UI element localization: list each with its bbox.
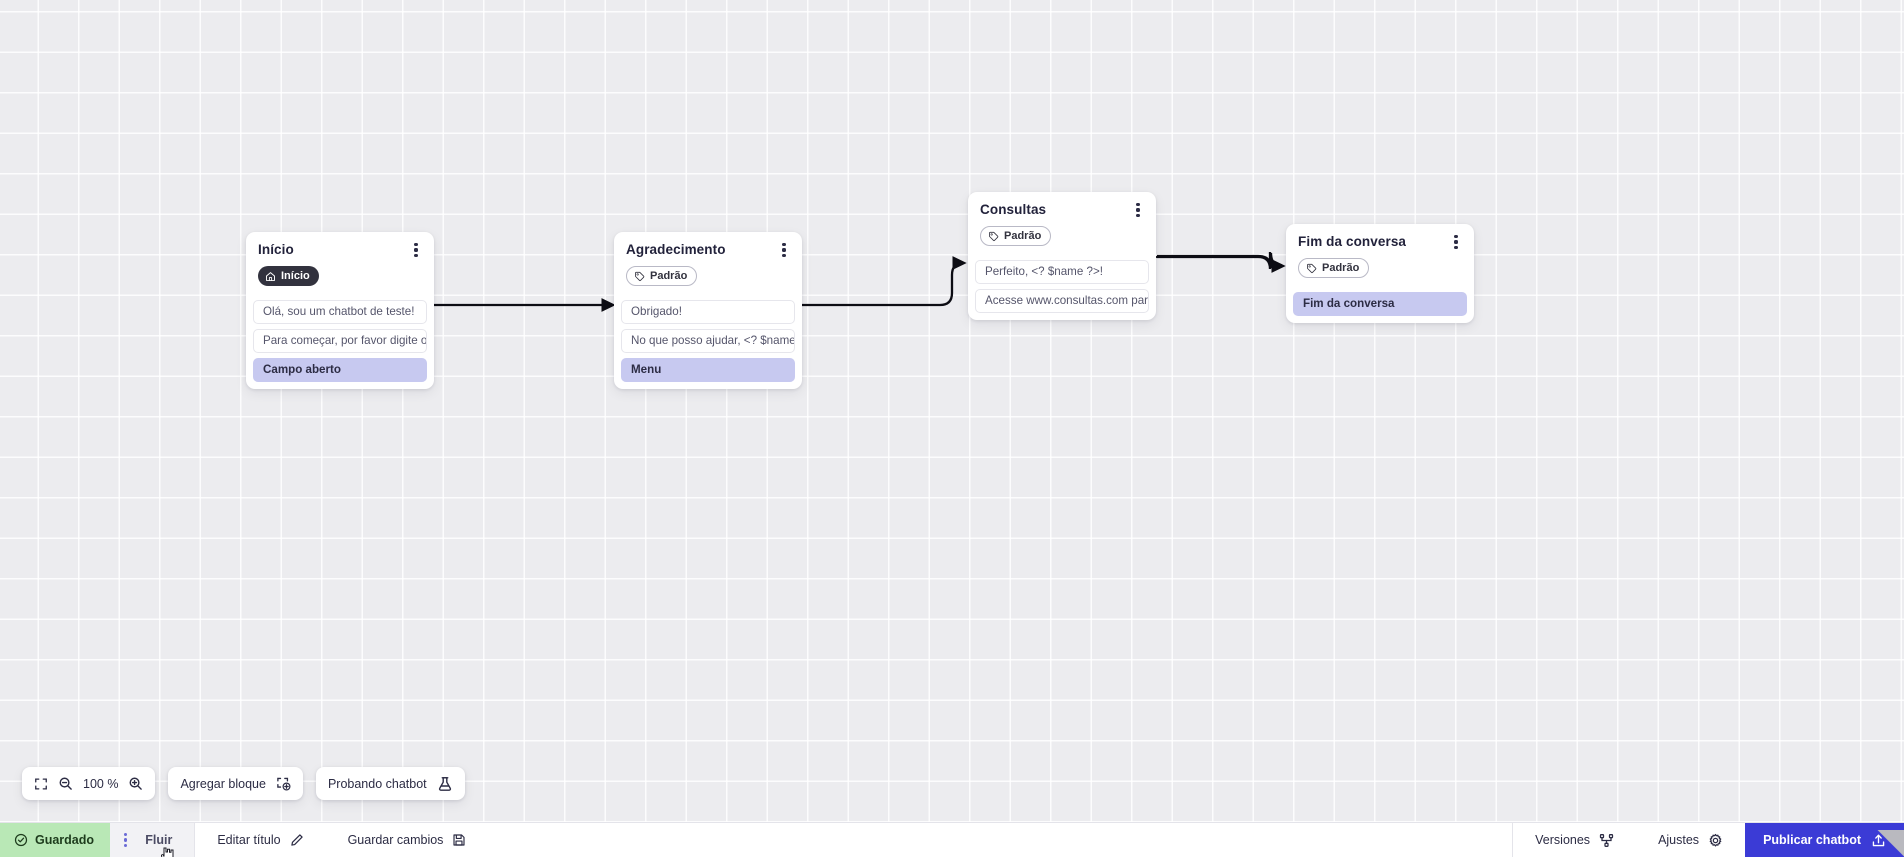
node-agradecimento[interactable]: Agradecimento Padrão Obrigado! No que po… (614, 232, 802, 389)
status-bar-right: Versiones Ajustes Publica (1512, 823, 1904, 857)
check-circle-icon (14, 833, 28, 847)
flow-tab[interactable]: Fluir (110, 823, 196, 857)
edge-consultas-fim-a (1155, 251, 1283, 270)
node-badge-pattern[interactable]: Padrão (980, 226, 1052, 246)
node-row[interactable]: Para começar, por favor digite o ... (253, 328, 427, 353)
test-chatbot-label: Probando chatbot (327, 776, 427, 791)
save-changes-label: Guardar cambios (347, 833, 444, 847)
status-bar: Guardado Fluir Editar título Guardar cam… (0, 822, 1904, 857)
node-row-accent[interactable]: Campo aberto (253, 357, 427, 382)
tag-icon (634, 271, 645, 282)
vertical-dots-icon[interactable] (408, 241, 424, 259)
save-changes-button[interactable]: Guardar cambios (326, 823, 489, 857)
node-rows: Obrigado! No que posso ajudar, <? $name … (614, 299, 802, 382)
tag-icon (1306, 263, 1317, 274)
home-icon (265, 271, 276, 282)
upload-icon (1871, 833, 1886, 848)
test-chatbot-button[interactable]: Probando chatbot (315, 767, 465, 800)
add-block-label: Agregar bloque (180, 776, 266, 791)
tag-icon (988, 231, 999, 242)
node-badge-label: Padrão (650, 269, 688, 282)
node-header: Agradecimento Padrão (614, 232, 802, 295)
node-rows: Perfeito, <? $name ?>! Acesse www.consul… (968, 259, 1156, 313)
saved-status-label: Guardado (35, 833, 95, 847)
zoom-level: 100 % (83, 776, 119, 791)
node-rows: Olá, sou um chatbot de teste! Para começ… (246, 299, 434, 382)
node-badge-label: Início (281, 269, 310, 282)
status-bar-spacer (488, 823, 1512, 857)
floppy-disk-icon (452, 833, 466, 847)
node-inicio[interactable]: Início Início Olá, sou um chatbot de tes… (246, 232, 434, 389)
node-fim-da-conversa[interactable]: Fim da conversa Padrão Fim da conversa (1286, 224, 1474, 323)
zoom-in-icon[interactable] (128, 776, 143, 791)
node-header: Fim da conversa Padrão (1286, 224, 1474, 287)
pencil-icon (290, 833, 304, 847)
zoom-controls: 100 % (22, 767, 156, 800)
node-row[interactable]: Perfeito, <? $name ?>! (975, 259, 1149, 284)
node-row[interactable]: Olá, sou um chatbot de teste! (253, 299, 427, 324)
canvas-toolbar: 100 % Agregar bloque Probando chatbot (22, 767, 465, 800)
node-badge-label: Padrão (1322, 261, 1360, 274)
publish-chatbot-button[interactable]: Publicar chatbot (1745, 823, 1904, 857)
node-badge-start[interactable]: Início (258, 266, 319, 286)
node-title: Agradecimento (626, 242, 726, 257)
edge-agradecimento-consultas (800, 256, 967, 307)
node-title: Início (258, 242, 294, 257)
connector-edges (434, 251, 1286, 312)
publish-label: Publicar chatbot (1763, 833, 1861, 847)
settings-button[interactable]: Ajustes (1636, 823, 1745, 857)
node-row-accent[interactable]: Fim da conversa (1293, 291, 1467, 316)
edge-consultas-fim (1157, 252, 1286, 273)
settings-label: Ajustes (1658, 833, 1700, 847)
node-badge-label: Padrão (1004, 229, 1042, 242)
node-badge-pattern[interactable]: Padrão (1298, 258, 1370, 278)
versions-button[interactable]: Versiones (1513, 823, 1636, 857)
node-title: Fim da conversa (1298, 234, 1407, 249)
fit-screen-icon[interactable] (34, 777, 48, 791)
flow-canvas[interactable]: Início Início Olá, sou um chatbot de tes… (0, 0, 1904, 822)
node-title: Consultas (980, 202, 1047, 217)
node-rows: Fim da conversa (1286, 291, 1474, 316)
flow-tab-label: Fluir (145, 833, 173, 847)
flask-icon (437, 776, 453, 792)
vertical-dots-icon[interactable] (1448, 233, 1464, 251)
node-header: Início Início (246, 232, 434, 295)
saved-status-badge: Guardado (0, 823, 111, 857)
gear-icon (1708, 833, 1723, 848)
vertical-dots-icon[interactable] (124, 832, 128, 848)
node-row[interactable]: Acesse www.consultas.com par... (975, 288, 1149, 313)
zoom-out-icon[interactable] (58, 776, 73, 791)
node-header: Consultas Padrão (968, 192, 1156, 255)
node-row-accent[interactable]: Menu (621, 357, 795, 382)
vertical-dots-icon[interactable] (776, 241, 792, 259)
add-block-button[interactable]: Agregar bloque (168, 767, 303, 800)
node-consultas[interactable]: Consultas Padrão Perfeito, <? $name ?>! … (968, 192, 1156, 320)
node-badge-pattern[interactable]: Padrão (626, 266, 698, 286)
edit-title-button[interactable]: Editar título (195, 823, 325, 857)
node-row[interactable]: No que posso ajudar, <? $name ... (621, 328, 795, 353)
vertical-dots-icon[interactable] (1130, 201, 1146, 219)
branch-icon (1599, 833, 1614, 848)
edit-title-label: Editar título (217, 833, 281, 847)
versions-label: Versiones (1535, 833, 1591, 847)
node-row[interactable]: Obrigado! (621, 299, 795, 324)
add-block-icon (276, 776, 291, 791)
